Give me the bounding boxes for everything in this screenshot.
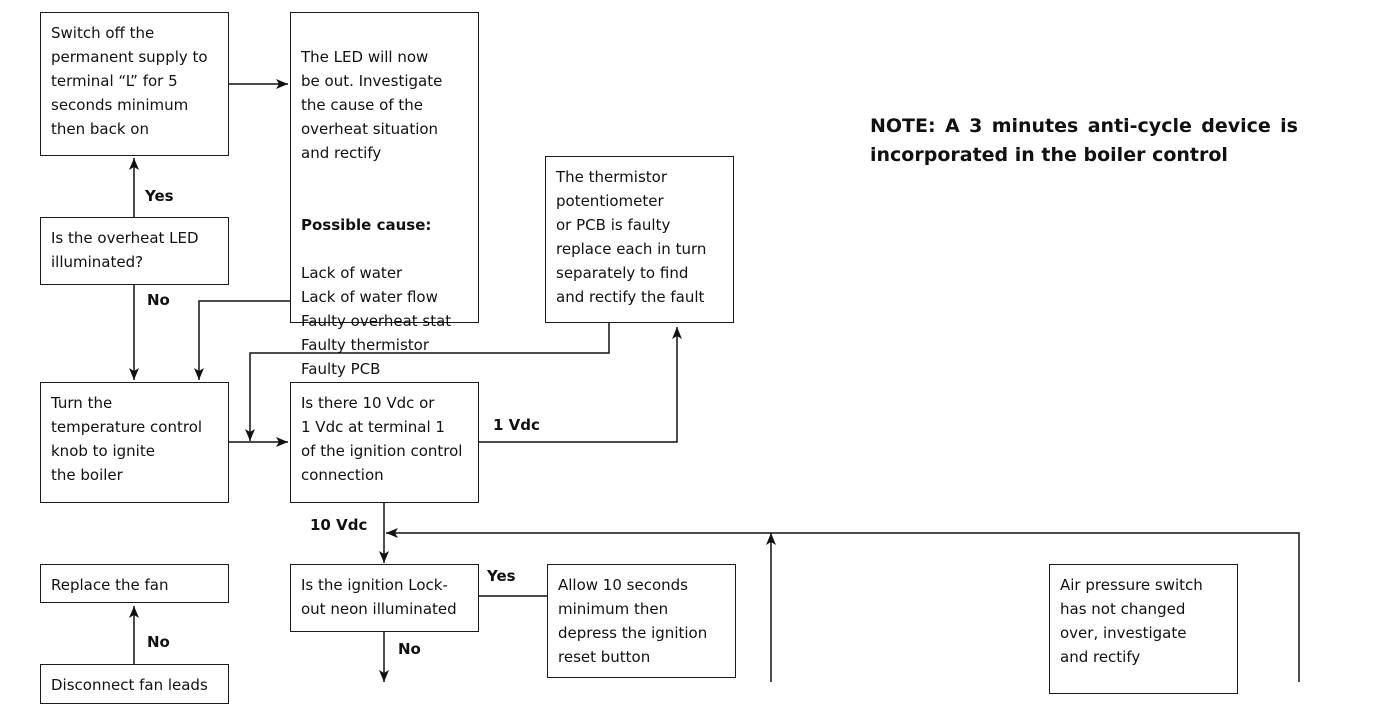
- label-no-fan: No: [147, 633, 170, 651]
- box-switch-off: Switch off the permanent supply to termi…: [40, 12, 229, 156]
- arrow-thermistor-to-knob: [245, 323, 610, 441]
- label-yes-overheat: Yes: [145, 187, 174, 205]
- box-led-out: The LED will now be out. Investigate the…: [290, 12, 479, 378]
- led-out-text: The LED will now be out. Investigate the…: [301, 48, 443, 162]
- label-no-lockout: No: [398, 640, 421, 658]
- label-no-overheat: No: [147, 291, 170, 309]
- arrow-vdc-1vdc: [478, 327, 682, 443]
- box-disconnect-fan: Disconnect fan leads: [40, 664, 229, 704]
- possible-cause-heading: Possible cause:: [301, 216, 432, 234]
- box-lockout-question: Is the ignition Lock- out neon illuminat…: [290, 564, 479, 632]
- connector-lines: [129, 79, 1300, 682]
- possible-cause-list: Lack of water Lack of water flow Faulty …: [301, 264, 452, 378]
- box-overheat-question: Is the overheat LED illuminated?: [40, 217, 229, 285]
- box-replace-fan: Replace the fan: [40, 564, 229, 603]
- label-1vdc: 1 Vdc: [493, 416, 540, 434]
- box-turn-knob: Turn the temperature control knob to ign…: [40, 382, 229, 503]
- note-anti-cycle: NOTE: A 3 minutes anti-cycle device is i…: [870, 115, 1298, 166]
- flowchart: Switch off the permanent supply to termi…: [40, 12, 1300, 704]
- box-vdc-question: Is there 10 Vdc or 1 Vdc at terminal 1 o…: [290, 382, 479, 503]
- label-10vdc: 10 Vdc: [310, 516, 368, 534]
- box-air-pressure: Air pressure switch has not changed over…: [1049, 564, 1238, 694]
- box-thermistor: The thermistor potentiometer or PCB is f…: [545, 156, 734, 323]
- arrow-feedback-right: [386, 528, 1300, 682]
- box-allow-10-seconds: Allow 10 seconds minimum then depress th…: [547, 564, 736, 678]
- label-yes-lockout: Yes: [487, 567, 516, 585]
- arrow-led-to-knob: [194, 300, 290, 380]
